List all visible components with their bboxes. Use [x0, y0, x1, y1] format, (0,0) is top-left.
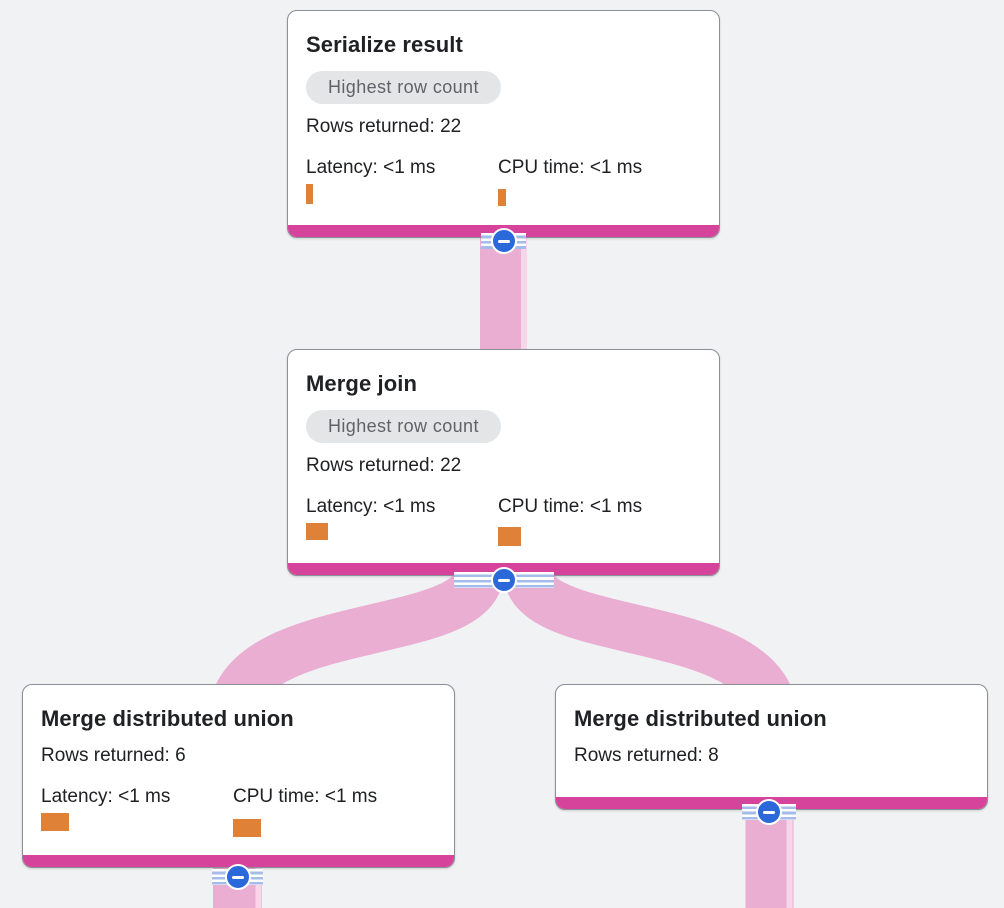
minus-icon [497, 239, 510, 243]
plan-node-merge-distributed-union-right[interactable]: Merge distributed union Rows returned: 8 [555, 684, 988, 810]
node-metrics: Latency: <1 ms CPU time: <1 ms [306, 495, 701, 546]
node-accent-bar [23, 855, 454, 867]
node-title: Merge distributed union [41, 706, 294, 731]
rows-returned-text: Rows returned: 6 [41, 745, 186, 766]
latency-bar [41, 813, 69, 831]
cpu-time-label: CPU time: <1 ms [498, 496, 643, 517]
expander-serialize-result [481, 228, 526, 254]
cpu-time-bar [233, 819, 261, 837]
latency-label: Latency: <1 ms [41, 786, 171, 807]
latency-label: Latency: <1 ms [306, 496, 436, 517]
cpu-time-bar [498, 189, 506, 206]
latency-label: Latency: <1 ms [306, 157, 436, 178]
node-title: Serialize result [306, 32, 463, 57]
plan-node-serialize-result[interactable]: Serialize result Highest row count Rows … [287, 10, 720, 238]
node-title: Merge distributed union [574, 706, 827, 731]
latency-metric: Latency: <1 ms [306, 156, 498, 206]
cpu-time-bar [498, 527, 521, 546]
rows-returned-text: Rows returned: 8 [574, 745, 719, 766]
edge-merge-join-to-left-union [210, 568, 504, 715]
plan-node-merge-join[interactable]: Merge join Highest row count Rows return… [287, 349, 720, 576]
cpu-time-label: CPU time: <1 ms [498, 157, 643, 178]
edge-merge-join-to-right-union [503, 568, 796, 715]
latency-bar [306, 523, 328, 540]
cpu-metric: CPU time: <1 ms [233, 785, 425, 837]
node-metrics: Latency: <1 ms CPU time: <1 ms [306, 156, 701, 206]
latency-metric: Latency: <1 ms [306, 495, 498, 546]
minus-icon [231, 875, 244, 879]
highest-row-count-badge: Highest row count [306, 410, 501, 443]
highest-row-count-badge: Highest row count [306, 71, 501, 104]
expander-left-union [212, 864, 263, 890]
expander-right-union [742, 799, 796, 825]
minus-circle-icon[interactable] [491, 567, 517, 593]
node-metrics: Latency: <1 ms CPU time: <1 ms [41, 785, 436, 837]
node-title: Merge join [306, 371, 418, 396]
latency-bar [306, 184, 313, 204]
minus-circle-icon[interactable] [224, 864, 251, 890]
minus-icon [763, 810, 775, 814]
expander-merge-join [454, 567, 554, 593]
minus-circle-icon[interactable] [756, 799, 782, 825]
minus-circle-icon[interactable] [490, 228, 517, 254]
plan-node-merge-distributed-union-left[interactable]: Merge distributed union Rows returned: 6… [22, 684, 455, 868]
latency-metric: Latency: <1 ms [41, 785, 233, 837]
minus-icon [498, 578, 510, 582]
rows-returned-text: Rows returned: 22 [306, 455, 462, 476]
rows-returned-text: Rows returned: 22 [306, 116, 462, 137]
cpu-time-label: CPU time: <1 ms [233, 786, 378, 807]
cpu-metric: CPU time: <1 ms [498, 495, 690, 546]
cpu-metric: CPU time: <1 ms [498, 156, 690, 206]
